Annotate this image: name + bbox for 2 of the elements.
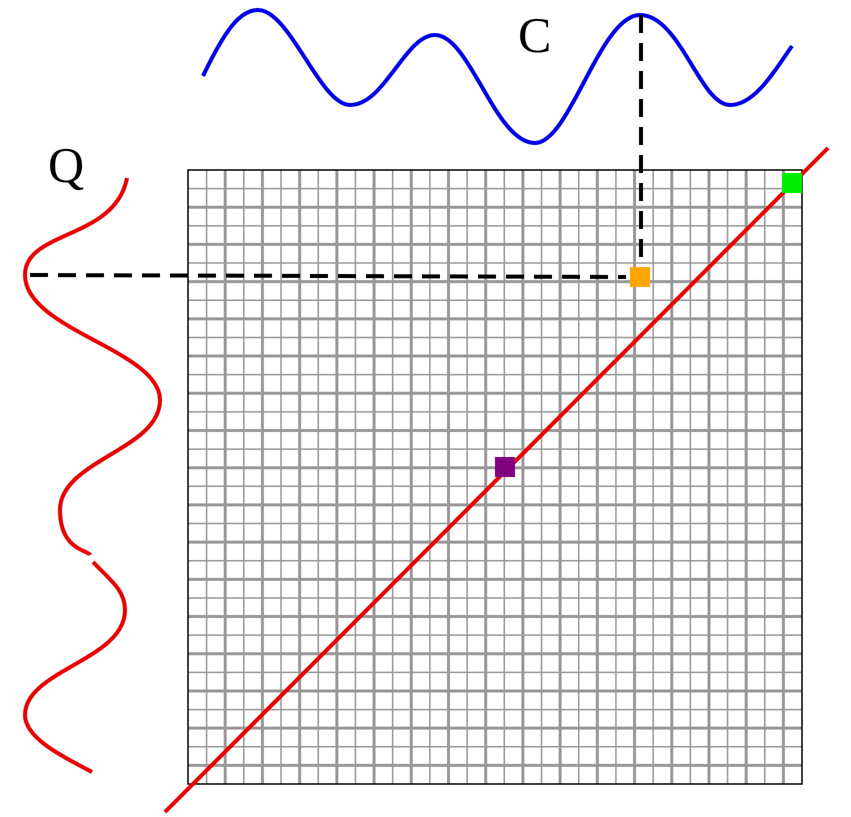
series-label: Q: [48, 140, 84, 190]
series-label: C: [518, 10, 552, 60]
